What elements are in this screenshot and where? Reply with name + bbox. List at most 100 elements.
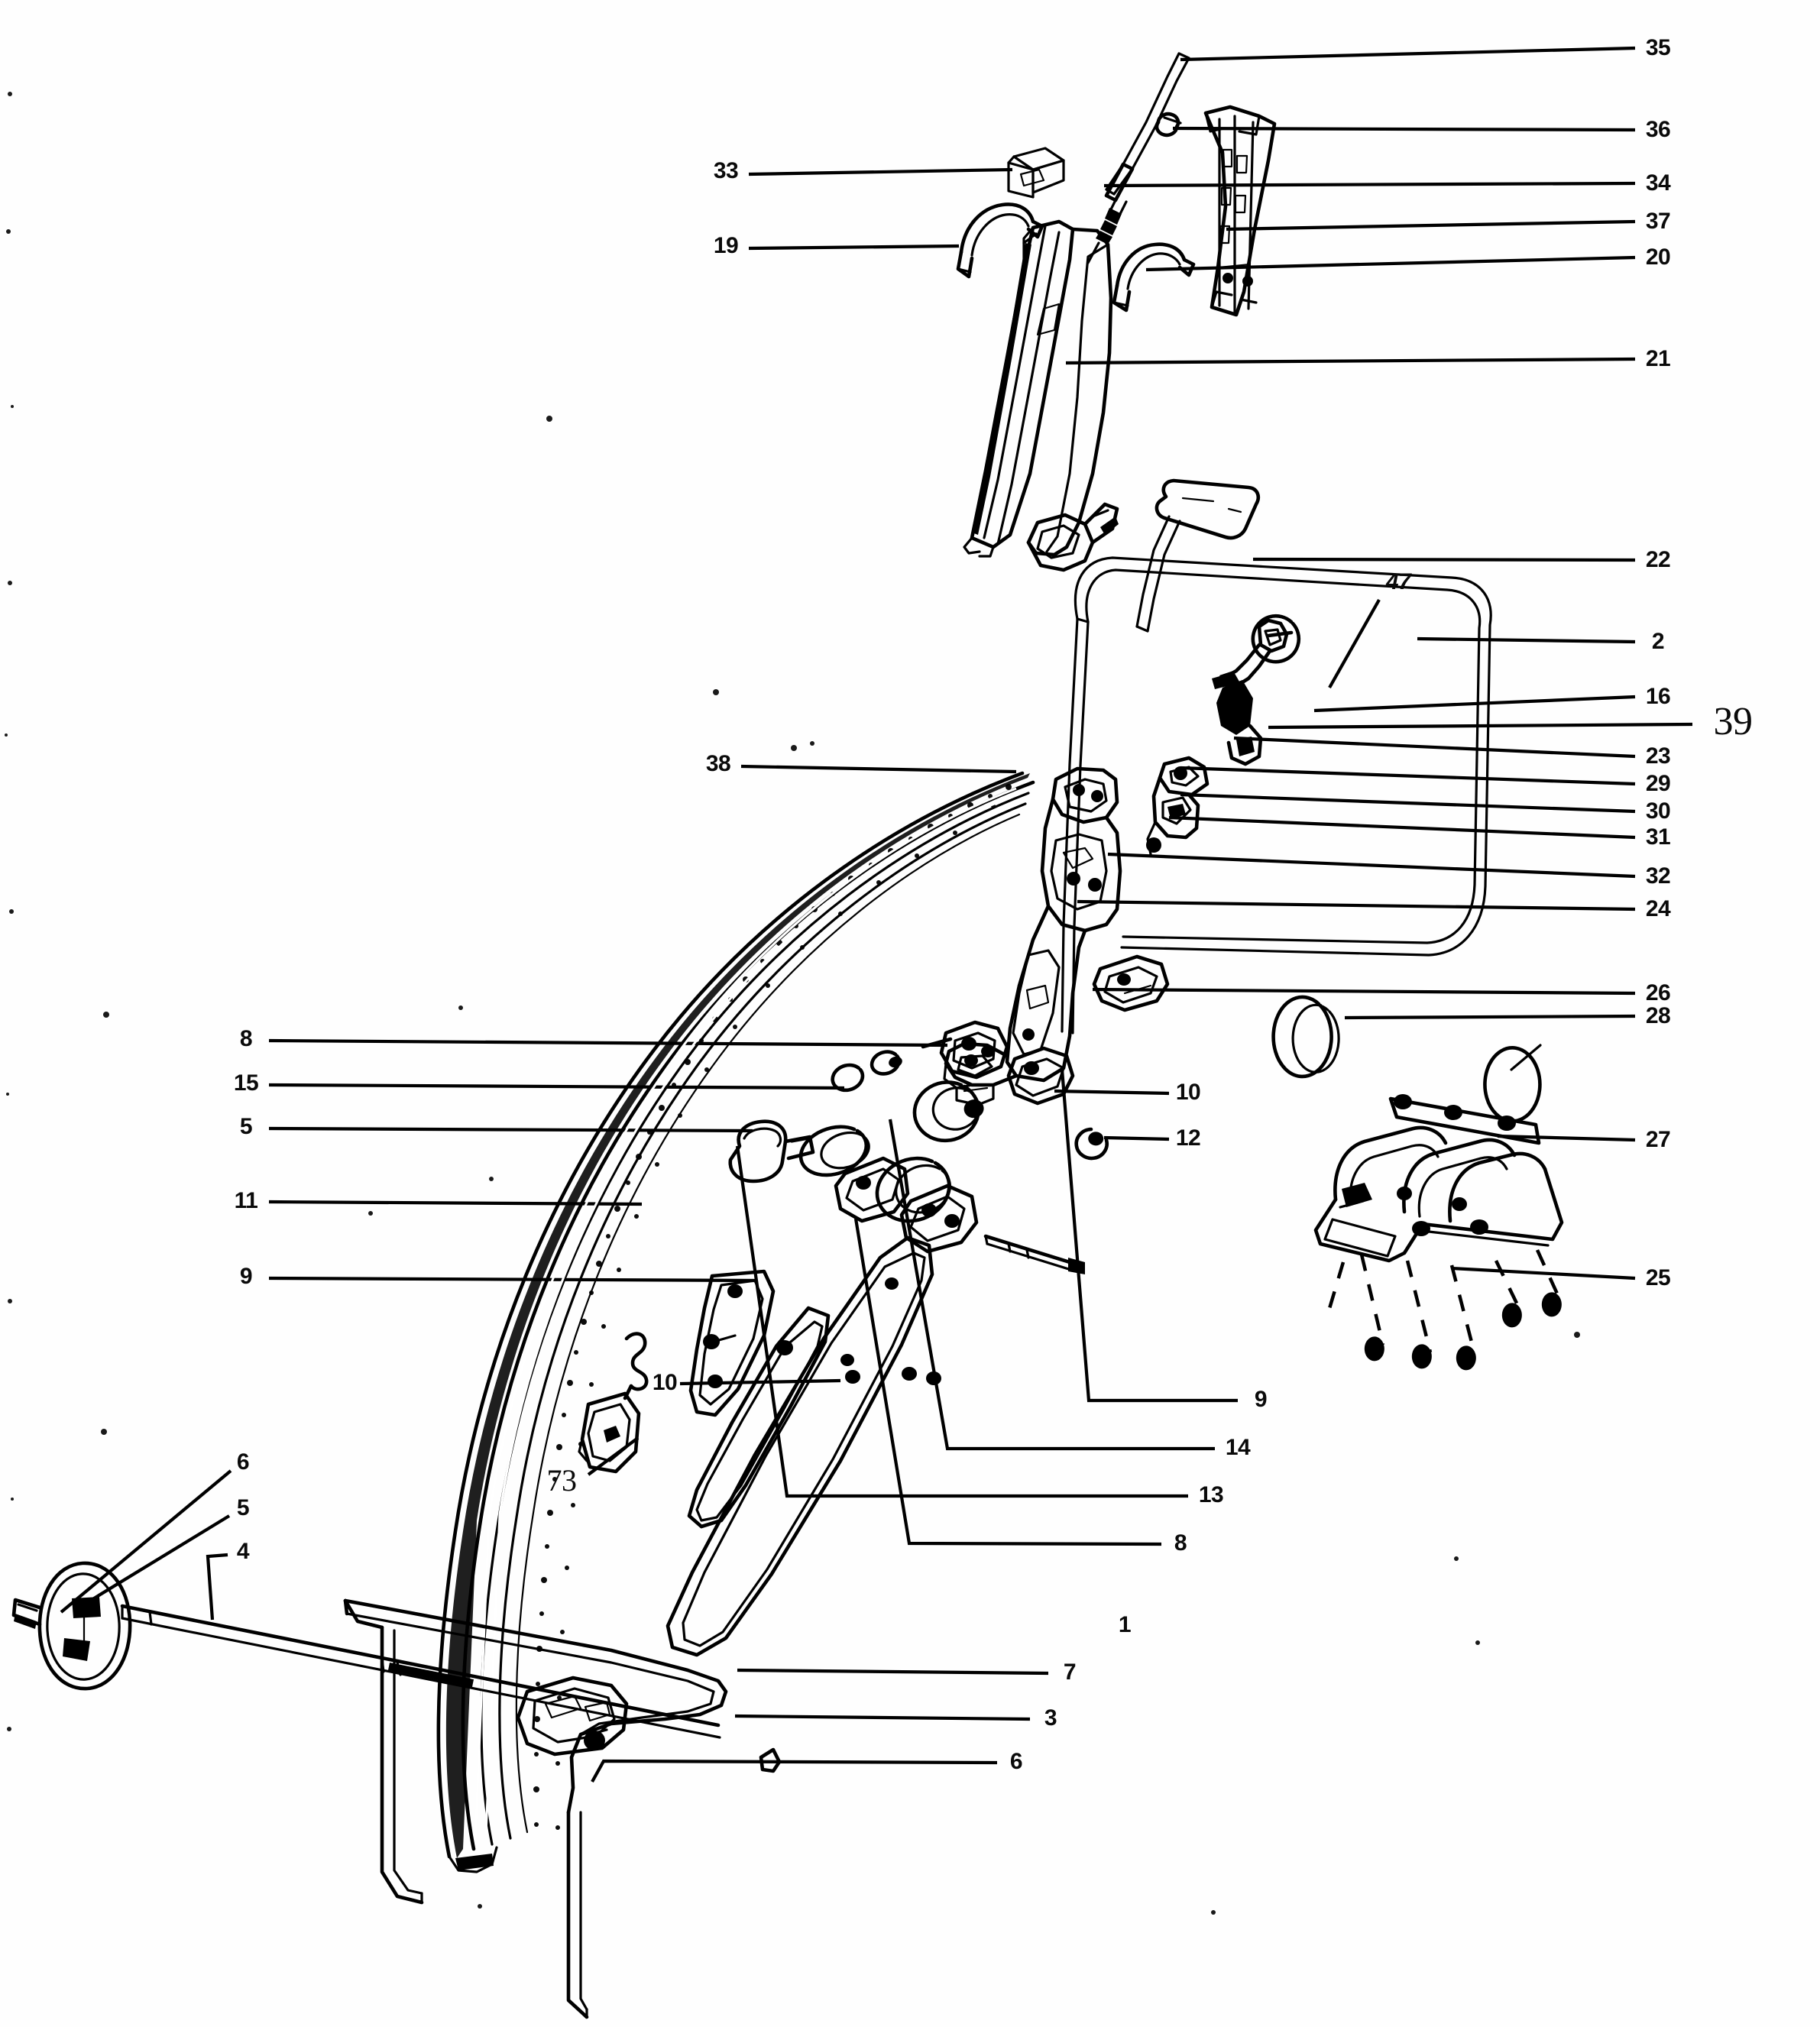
scan-speck bbox=[1574, 1332, 1580, 1338]
callout-number-38: 38 bbox=[705, 751, 731, 776]
part-28-o-rings bbox=[1271, 995, 1542, 1123]
callout-number-73: 73 bbox=[546, 1463, 578, 1498]
leader-line-14 bbox=[888, 1119, 1215, 1451]
leader-line-33 bbox=[748, 167, 1013, 176]
scan-speck bbox=[489, 1177, 494, 1181]
part-9-hinge-arms bbox=[665, 1235, 941, 1657]
callout-number-25: 25 bbox=[1645, 1265, 1671, 1290]
callout-number-5: 5 bbox=[236, 1495, 250, 1520]
part-20-curved-seal bbox=[1112, 242, 1196, 312]
leader-line-4 bbox=[206, 1553, 228, 1621]
leader-line-24 bbox=[1077, 899, 1636, 912]
scan-speck bbox=[8, 1299, 12, 1303]
part-39-latch-cluster bbox=[1212, 614, 1301, 766]
scan-speck bbox=[478, 1904, 482, 1909]
scan-speck bbox=[791, 745, 797, 751]
callout-number-35: 35 bbox=[1645, 35, 1671, 60]
leader-line-29 bbox=[1180, 766, 1636, 786]
part-38-seal-arch bbox=[436, 771, 1035, 1873]
callout-number-16: 16 bbox=[1645, 684, 1671, 709]
callout-number-20: 20 bbox=[1645, 244, 1671, 270]
scan-speck bbox=[368, 1211, 373, 1216]
leader-line-6 bbox=[60, 1469, 232, 1614]
callout-number-1: 1 bbox=[1118, 1612, 1132, 1637]
callout-number-37: 37 bbox=[1645, 209, 1671, 234]
leader-line-5 bbox=[268, 1126, 753, 1133]
part-8-15-hinge-plates bbox=[728, 954, 1170, 1274]
leader-line-6 bbox=[591, 1759, 998, 1783]
leader-line-2 bbox=[1417, 636, 1636, 644]
scan-speck bbox=[1454, 1556, 1459, 1561]
part-33-block bbox=[1007, 147, 1065, 199]
leader-line-35 bbox=[1180, 46, 1636, 62]
callout-number-4: 4 bbox=[236, 1539, 250, 1564]
callout-number-24: 24 bbox=[1645, 896, 1671, 921]
leader-line-38 bbox=[740, 764, 1017, 774]
leader-line-19 bbox=[748, 244, 960, 251]
leader-line-31 bbox=[1168, 815, 1636, 840]
callout-number-14: 14 bbox=[1225, 1435, 1251, 1460]
leader-line-21 bbox=[1065, 357, 1636, 365]
callout-number-8: 8 bbox=[239, 1026, 253, 1051]
scan-speck bbox=[1211, 1910, 1216, 1915]
callout-number-10: 10 bbox=[652, 1370, 678, 1395]
callout-leader-lines bbox=[60, 46, 1693, 1783]
scan-speck bbox=[546, 416, 552, 422]
part-37-bracket-rail bbox=[1203, 105, 1277, 317]
callout-number-9: 9 bbox=[239, 1264, 253, 1289]
callout-number-15: 15 bbox=[233, 1070, 259, 1096]
callout-number-26: 26 bbox=[1645, 980, 1671, 1005]
part-73-bracket-spring bbox=[578, 1332, 649, 1474]
callout-number-3: 3 bbox=[1044, 1705, 1057, 1731]
scan-speck bbox=[6, 1093, 9, 1096]
scan-speck bbox=[101, 1429, 107, 1435]
callout-number-2: 2 bbox=[1651, 629, 1665, 654]
leader-line-9 bbox=[1060, 1069, 1238, 1403]
leader-line-8 bbox=[853, 1218, 1162, 1546]
part-21-pillar-channel bbox=[963, 219, 1119, 572]
scan-speck bbox=[9, 909, 14, 914]
leader-line-27 bbox=[1497, 1134, 1636, 1142]
leader-line-22 bbox=[1252, 557, 1636, 562]
callout-number-6: 6 bbox=[236, 1449, 250, 1475]
callout-number-34: 34 bbox=[1645, 170, 1671, 196]
scan-speck bbox=[8, 581, 12, 585]
leader-line-26 bbox=[1092, 987, 1636, 996]
scan-speck bbox=[458, 1005, 463, 1010]
callout-number-9: 9 bbox=[1254, 1387, 1268, 1412]
part-35-rod bbox=[1086, 52, 1190, 264]
callout-number-11: 11 bbox=[234, 1188, 258, 1213]
leader-line-8 bbox=[268, 1038, 948, 1047]
callout-number-36: 36 bbox=[1645, 117, 1671, 142]
callout-number-31: 31 bbox=[1645, 824, 1671, 850]
leader-line-32 bbox=[1107, 852, 1636, 879]
callout-number-28: 28 bbox=[1645, 1003, 1671, 1028]
scan-speck bbox=[11, 405, 14, 408]
scan-speck bbox=[5, 733, 8, 737]
part-3-lower-crosstube bbox=[343, 1598, 782, 2019]
part-4-torsion-rod bbox=[11, 1561, 721, 1739]
scan-speck bbox=[103, 1012, 109, 1018]
leader-line-9 bbox=[268, 1276, 757, 1283]
part-25-rivets bbox=[1324, 1249, 1563, 1371]
part-27-saddle-clamp bbox=[1313, 1094, 1564, 1263]
leader-line-16 bbox=[1313, 695, 1636, 713]
leader-line-47 bbox=[1328, 598, 1381, 689]
leader-line-28 bbox=[1344, 1014, 1636, 1020]
callout-number-23: 23 bbox=[1645, 743, 1671, 769]
scan-speck bbox=[713, 689, 719, 695]
leader-line-15 bbox=[268, 1083, 845, 1090]
leader-line-10 bbox=[1054, 1089, 1170, 1096]
callout-number-22: 22 bbox=[1645, 547, 1671, 572]
callout-number-5: 5 bbox=[239, 1114, 253, 1139]
callout-number-39: 39 bbox=[1713, 700, 1754, 743]
callout-number-8: 8 bbox=[1174, 1530, 1187, 1556]
leader-line-10 bbox=[679, 1378, 841, 1386]
scan-speck bbox=[6, 229, 11, 234]
part-22-t-handle bbox=[1135, 478, 1260, 633]
leader-line-23 bbox=[1233, 736, 1636, 759]
callout-number-6: 6 bbox=[1009, 1749, 1023, 1774]
callout-number-33: 33 bbox=[713, 158, 739, 183]
callout-number-10: 10 bbox=[1175, 1080, 1201, 1105]
scan-speck bbox=[8, 92, 12, 96]
